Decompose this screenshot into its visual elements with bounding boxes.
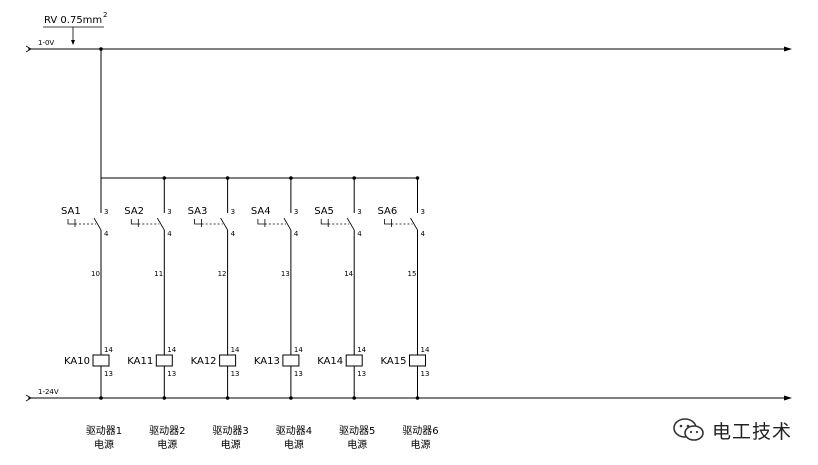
relay-coil bbox=[92, 354, 110, 367]
relay-coil bbox=[155, 354, 173, 367]
relay-pin-bottom: 13 bbox=[294, 370, 303, 378]
relay-pin-bottom: 13 bbox=[421, 370, 430, 378]
relay-coil bbox=[409, 354, 426, 367]
switch-pin-out: 4 bbox=[421, 230, 426, 238]
relay-coil bbox=[282, 354, 300, 367]
bus-junction-dot bbox=[225, 396, 230, 400]
switch-actuator bbox=[67, 219, 75, 225]
switch-pin-out: 4 bbox=[104, 230, 109, 238]
relay-pin-top: 14 bbox=[421, 346, 430, 354]
relay-pin-top: 14 bbox=[357, 346, 366, 354]
bus-junction-dot bbox=[99, 396, 103, 400]
switch-pin-out: 4 bbox=[167, 230, 172, 238]
riser-junction bbox=[99, 47, 103, 51]
switch-blade bbox=[93, 217, 102, 231]
power-label: 电源 bbox=[94, 438, 114, 451]
bus-top-start-marker bbox=[25, 45, 32, 53]
switch-pin-in: 3 bbox=[231, 208, 235, 216]
relay-label: KA10 bbox=[64, 356, 90, 367]
driver-label: 驱动器4 bbox=[276, 425, 312, 437]
driver-label: 驱动器6 bbox=[402, 425, 438, 437]
watermark-text: 电工技术 bbox=[712, 420, 793, 443]
watermark: 电工技术 bbox=[672, 414, 792, 446]
switch-blade bbox=[156, 217, 165, 231]
relay-pin-top: 14 bbox=[231, 346, 240, 354]
bus-junction-dot bbox=[162, 396, 167, 400]
power-label: 电源 bbox=[347, 438, 367, 451]
switch-pin-in: 3 bbox=[357, 208, 361, 216]
switch-actuator bbox=[194, 219, 202, 225]
power-label: 电源 bbox=[411, 438, 431, 451]
wire-number: 10 bbox=[91, 270, 100, 278]
relay-pin-top: 14 bbox=[167, 346, 176, 354]
relay-pin-bottom: 13 bbox=[104, 370, 113, 378]
switch-actuator bbox=[320, 219, 329, 225]
bus-junction-dot bbox=[352, 396, 357, 400]
wire-number: 11 bbox=[154, 270, 163, 278]
power-label: 电源 bbox=[284, 438, 304, 451]
switch-pin-out: 4 bbox=[294, 230, 299, 238]
relay-label: KA11 bbox=[127, 356, 153, 367]
switch-label: SA3 bbox=[188, 206, 208, 217]
relay-pin-bottom: 13 bbox=[357, 370, 366, 378]
switch-label: SA4 bbox=[251, 206, 271, 217]
switch-pin-in: 3 bbox=[294, 208, 298, 216]
switch-actuator bbox=[130, 219, 139, 225]
relay-pin-top: 14 bbox=[294, 346, 303, 354]
switch-label: SA6 bbox=[378, 206, 398, 217]
switch-label: SA2 bbox=[124, 206, 144, 217]
wechat-logo-icon bbox=[673, 418, 704, 441]
relay-pin-bottom: 13 bbox=[231, 370, 240, 378]
relay-pin-top: 14 bbox=[104, 346, 113, 354]
switch-pin-in: 3 bbox=[167, 208, 171, 216]
relay-label: KA15 bbox=[381, 356, 407, 367]
relay-label: KA13 bbox=[254, 356, 280, 367]
switch-pin-out: 4 bbox=[357, 230, 362, 238]
switch-blade bbox=[220, 217, 228, 231]
wire-number: 12 bbox=[218, 270, 227, 278]
relay-label: KA12 bbox=[191, 356, 217, 367]
bus-bottom-arrow bbox=[784, 395, 792, 401]
power-label: 电源 bbox=[221, 438, 241, 451]
cable-spec-arrowhead bbox=[71, 40, 75, 45]
bus-bottom-start-marker bbox=[25, 394, 32, 402]
relay-label: KA14 bbox=[317, 356, 343, 367]
switch-label: SA1 bbox=[61, 206, 81, 217]
switch-pin-in: 3 bbox=[421, 208, 425, 216]
relay-pin-bottom: 13 bbox=[167, 370, 176, 378]
switch-label: SA5 bbox=[314, 206, 334, 217]
relay-coil bbox=[345, 354, 363, 367]
driver-label: 驱动器1 bbox=[86, 425, 122, 437]
bus-bottom-label: 1-24V bbox=[38, 388, 59, 396]
wire-number: 14 bbox=[344, 270, 353, 278]
switch-pin-in: 3 bbox=[104, 208, 108, 216]
driver-label: 驱动器2 bbox=[149, 425, 185, 437]
switch-blade bbox=[410, 217, 418, 231]
driver-label: 驱动器5 bbox=[339, 425, 375, 437]
cable-spec-superscript: 2 bbox=[103, 11, 107, 19]
power-label: 电源 bbox=[157, 438, 177, 451]
bus-top-label: 1-0V bbox=[38, 39, 54, 47]
bus-junction-dot bbox=[415, 396, 420, 400]
wire-number: 15 bbox=[408, 270, 417, 278]
wire-number: 13 bbox=[281, 270, 290, 278]
cable-spec-label: RV 0.75mm bbox=[44, 15, 102, 26]
switch-actuator bbox=[384, 219, 392, 225]
switch-blade bbox=[346, 217, 355, 231]
switch-pin-out: 4 bbox=[231, 230, 236, 238]
bus-top-arrow bbox=[784, 46, 792, 52]
switch-actuator bbox=[257, 219, 265, 225]
switch-blade bbox=[283, 217, 292, 231]
relay-coil bbox=[219, 354, 237, 367]
bus-junction-dot bbox=[289, 396, 293, 400]
driver-label: 驱动器3 bbox=[212, 425, 248, 437]
